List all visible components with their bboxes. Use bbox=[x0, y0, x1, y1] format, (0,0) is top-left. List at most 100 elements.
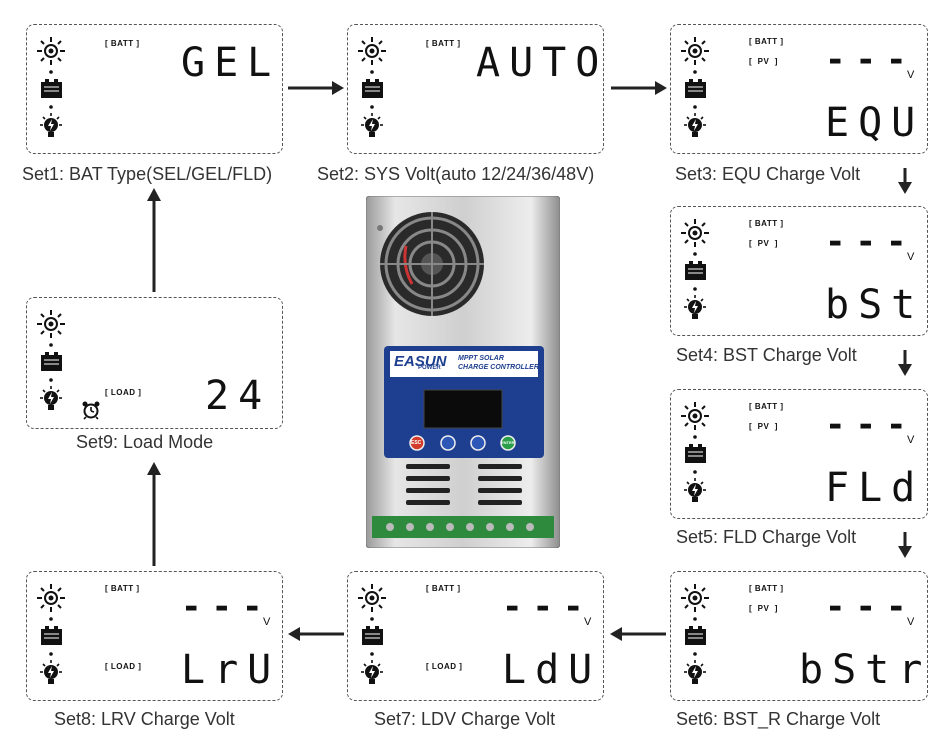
battery-icon bbox=[685, 444, 706, 463]
lcd-display: 24 bbox=[205, 373, 272, 419]
enter-button[interactable]: ENTER bbox=[501, 440, 515, 445]
tag-batt: [ BATT ] bbox=[105, 584, 140, 593]
battery-icon bbox=[685, 626, 706, 645]
caption-set9: Set9: Load Mode bbox=[76, 432, 214, 452]
lcd-display: LrU bbox=[181, 647, 281, 693]
tag-batt: [ BATT ] bbox=[105, 39, 140, 48]
sun-icon bbox=[681, 584, 709, 612]
panel-set7: [ BATT ] [ LOAD ] --- V LdU bbox=[347, 571, 604, 701]
sun-icon bbox=[681, 402, 709, 430]
lcd-dashes: --- bbox=[825, 222, 917, 262]
lcd-display: FLd bbox=[825, 465, 925, 511]
lcd-dashes: --- bbox=[181, 587, 273, 627]
caption-set6: Set6: BST_R Charge Volt bbox=[676, 709, 881, 729]
panel-set2: [ BATT ] AUTO bbox=[347, 24, 604, 154]
unit-v: V bbox=[263, 616, 271, 628]
tag-batt: [ BATT ] bbox=[749, 37, 784, 46]
battery-icon bbox=[685, 79, 706, 98]
sun-icon bbox=[37, 310, 65, 338]
arrow-set2-to-set3 bbox=[611, 81, 667, 95]
brand-logo: EASUN POWER bbox=[394, 353, 447, 371]
panel-set9: [ LOAD ] 24 bbox=[26, 297, 283, 429]
status-icons bbox=[35, 306, 69, 424]
tag-batt: [ BATT ] bbox=[749, 584, 784, 593]
tag-batt: [ BATT ] bbox=[749, 219, 784, 228]
arrow-set3-to-set4 bbox=[898, 168, 912, 194]
arrow-set8-to-set9 bbox=[147, 462, 161, 566]
status-icons bbox=[356, 33, 390, 151]
arrow-set7-to-set8 bbox=[288, 627, 344, 641]
lcd-display: bSt bbox=[825, 282, 925, 328]
sun-icon bbox=[37, 37, 65, 65]
tag-load: [ LOAD ] bbox=[105, 388, 142, 397]
bulb-icon bbox=[40, 113, 62, 137]
device-body bbox=[365, 195, 561, 549]
esc-button[interactable]: ESC bbox=[411, 440, 422, 446]
status-icons bbox=[679, 215, 713, 333]
tag-load: [ LOAD ] bbox=[426, 662, 463, 671]
caption-set4: Set4: BST Charge Volt bbox=[676, 345, 857, 365]
lcd-display: bStr bbox=[799, 647, 932, 693]
caption-set1: Set1: BAT Type(SEL/GEL/FLD) bbox=[22, 164, 273, 184]
battery-icon bbox=[362, 626, 383, 645]
caption-set2: Set2: SYS Volt(auto 12/24/36/48V) bbox=[317, 164, 595, 184]
sun-icon bbox=[37, 584, 65, 612]
tag-pv: [ PV ] bbox=[749, 57, 778, 66]
sun-icon bbox=[681, 219, 709, 247]
panel-set3: [ BATT ] [ PV ] --- V EQU bbox=[670, 24, 928, 154]
battery-icon bbox=[41, 626, 62, 645]
arrow-set9-to-set1 bbox=[147, 188, 161, 292]
caption-set5: Set5: FLD Charge Volt bbox=[676, 527, 857, 547]
sun-icon bbox=[681, 37, 709, 65]
panel-set8: [ BATT ] [ LOAD ] --- V LrU bbox=[26, 571, 283, 701]
caption-set3: Set3: EQU Charge Volt bbox=[675, 164, 861, 184]
tag-batt: [ BATT ] bbox=[426, 584, 461, 593]
lcd-display: GEL bbox=[181, 40, 281, 86]
unit-v: V bbox=[907, 251, 915, 263]
lcd-dashes: --- bbox=[825, 40, 917, 80]
arrow-set1-to-set2 bbox=[288, 81, 344, 95]
tag-batt: [ BATT ] bbox=[426, 39, 461, 48]
lcd-display: AUTO bbox=[476, 40, 609, 86]
lcd-dashes: --- bbox=[825, 405, 917, 445]
sun-icon bbox=[358, 584, 386, 612]
lcd-display: LdU bbox=[502, 647, 602, 693]
charge-controller-device: EASUN POWER MPPT SOLAR CHARGE CONTROLLER… bbox=[365, 195, 561, 549]
panel-set5: [ BATT ] [ PV ] --- V FLd bbox=[670, 389, 928, 519]
panel-set4: [ BATT ] [ PV ] --- V bSt bbox=[670, 206, 928, 336]
status-icons bbox=[679, 580, 713, 698]
bulb-icon bbox=[361, 113, 383, 137]
product-label: MPPT SOLAR CHARGE CONTROLLER bbox=[458, 355, 539, 371]
arrow-set4-to-set5 bbox=[898, 350, 912, 376]
bulb-icon bbox=[684, 295, 706, 319]
tag-pv: [ PV ] bbox=[749, 422, 778, 431]
battery-icon bbox=[685, 261, 706, 280]
status-icons bbox=[356, 580, 390, 698]
bulb-icon bbox=[40, 386, 62, 410]
caption-set8: Set8: LRV Charge Volt bbox=[54, 709, 235, 729]
panel-set6: [ BATT ] [ PV ] --- V bStr bbox=[670, 571, 928, 701]
alarm-clock-icon bbox=[82, 401, 100, 420]
arrow-set5-to-set6 bbox=[898, 532, 912, 558]
unit-v: V bbox=[584, 616, 592, 628]
panel-set1: [ BATT ] GEL bbox=[26, 24, 283, 154]
tag-pv: [ PV ] bbox=[749, 239, 778, 248]
bulb-icon bbox=[40, 660, 62, 684]
battery-icon bbox=[362, 79, 383, 98]
arrow-set6-to-set7 bbox=[610, 627, 666, 641]
lcd-dashes: --- bbox=[825, 587, 917, 627]
tag-load: [ LOAD ] bbox=[105, 662, 142, 671]
status-icons bbox=[35, 580, 69, 698]
battery-icon bbox=[41, 352, 62, 371]
bulb-icon bbox=[684, 113, 706, 137]
unit-v: V bbox=[907, 434, 915, 446]
caption-set7: Set7: LDV Charge Volt bbox=[374, 709, 556, 729]
bulb-icon bbox=[361, 660, 383, 684]
status-icons bbox=[679, 398, 713, 516]
battery-icon bbox=[41, 79, 62, 98]
status-icons bbox=[679, 33, 713, 151]
bulb-icon bbox=[684, 478, 706, 502]
sun-icon bbox=[358, 37, 386, 65]
tag-pv: [ PV ] bbox=[749, 604, 778, 613]
lcd-display: EQU bbox=[825, 100, 925, 146]
